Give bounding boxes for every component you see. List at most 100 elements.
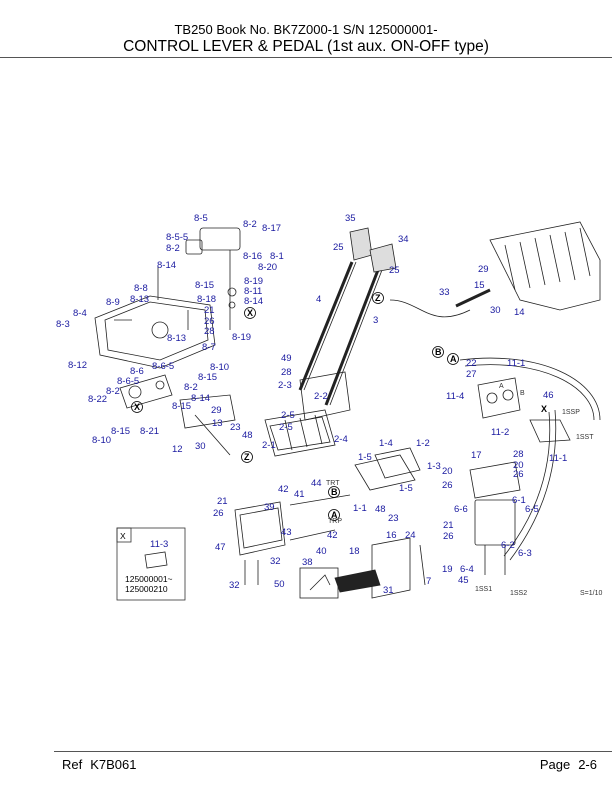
page-title: CONTROL LEVER & PEDAL (1st aux. ON-OFF t…	[123, 38, 489, 55]
callout: 25	[389, 265, 400, 276]
callout: 39	[264, 502, 275, 513]
callout: 17	[471, 450, 482, 461]
callout: 6-1	[512, 495, 526, 506]
callout: 8-10	[210, 362, 229, 373]
callout: 40	[316, 546, 327, 557]
callout: 18	[349, 546, 360, 557]
callout: 8-19	[232, 332, 251, 343]
port-labels: TRT TRP 1SSP 1SST 1SS1 1SS2 A B	[326, 383, 594, 597]
callouts: 8-5 8-2 8-17 8-5-5 8-2 8-16 8-1 8-14 8-2…	[56, 213, 567, 596]
bracket-upper	[199, 227, 241, 251]
callout: 8-17	[262, 223, 281, 234]
callout: 50	[274, 579, 285, 590]
callout: 8-4	[73, 308, 87, 319]
circled-letter: B	[435, 347, 442, 357]
callout: 26	[213, 508, 224, 519]
callout: 20	[442, 466, 453, 477]
callout: 26	[513, 469, 524, 480]
callout: 8-15	[198, 372, 217, 383]
callout: 22	[466, 358, 477, 369]
circled-letter: B	[331, 487, 338, 497]
callout: 8-21	[140, 426, 159, 437]
book-line: TB250 Book No. BK7Z000-1 S/N 125000001-	[174, 22, 438, 37]
callout: 26	[443, 531, 454, 542]
callout: 38	[302, 557, 313, 568]
callout: 8-5	[194, 213, 208, 224]
inset-marker: X	[120, 531, 126, 541]
callout: 8-20	[258, 262, 277, 273]
callout: 7	[426, 576, 431, 587]
callout: 28	[513, 449, 524, 460]
callout: 2-1	[262, 440, 276, 451]
bushing	[185, 239, 203, 255]
callout: 32	[270, 556, 281, 567]
solenoid-valve	[477, 377, 521, 419]
lever-rod-3	[324, 269, 380, 406]
callout: 2-5	[279, 422, 293, 433]
callout: 8-14	[191, 393, 210, 404]
callout: 8-16	[243, 251, 262, 262]
callout: 25	[333, 242, 344, 253]
drawing-code: S=1/10	[580, 590, 602, 597]
callout: 26	[204, 316, 215, 327]
callout: 8-3	[56, 319, 70, 330]
callout: 8-14	[157, 260, 176, 271]
callout: 15	[474, 280, 485, 291]
knob-35	[349, 227, 373, 261]
callout: 23	[388, 513, 399, 524]
hose-right	[509, 409, 557, 561]
callout: 8-15	[195, 280, 214, 291]
callout: 47	[215, 542, 226, 553]
callout: 26	[442, 480, 453, 491]
callout: 31	[383, 585, 394, 596]
inset-part: 11-3	[150, 539, 168, 550]
callout: 2-5	[281, 410, 295, 421]
footer-rule	[54, 751, 612, 752]
callout: 28	[204, 326, 215, 337]
port-label: 1SS2	[510, 590, 527, 597]
inset-box	[116, 527, 186, 601]
callout: 14	[514, 307, 525, 318]
circled-letter: X	[247, 308, 253, 318]
callout: 8-2	[184, 382, 198, 393]
callout: 8-2	[166, 243, 180, 254]
callout: 19	[442, 564, 453, 575]
port-label: TRP	[328, 518, 342, 525]
callout: 8-2	[243, 219, 257, 230]
port-label: 1SS1	[475, 586, 492, 593]
inset-serial-to: 125000210	[125, 584, 168, 594]
callout: 8-10	[92, 435, 111, 446]
ref-code: K7B061	[90, 757, 137, 772]
page-label: Page	[539, 757, 571, 772]
hose-upper	[459, 357, 601, 421]
callout: 35	[345, 213, 356, 224]
callout: 8-12	[68, 360, 87, 371]
callout: 1-1	[353, 503, 367, 514]
callout: 8-14	[244, 296, 263, 307]
circled-letter: A	[331, 510, 338, 520]
port-label: B	[520, 390, 525, 397]
callout: 29	[478, 264, 489, 275]
callout: 1-2	[416, 438, 430, 449]
pedal-6	[469, 461, 521, 499]
callout: 1-5	[399, 483, 413, 494]
callout: 8-22	[88, 394, 107, 405]
callout: 8-6	[130, 366, 144, 377]
callout: 48	[242, 430, 253, 441]
callout: 8-6-5	[117, 376, 139, 387]
part-50-box	[299, 567, 339, 599]
callout: 20	[513, 460, 524, 471]
callout: 46	[543, 390, 554, 401]
link-arm	[179, 394, 236, 429]
callout: 11-1	[549, 453, 567, 464]
header-rule	[0, 57, 612, 58]
pilot-valve	[234, 501, 286, 556]
lever-bracket	[299, 371, 351, 421]
circled-letters: Z X Z X B A B A X	[131, 292, 547, 521]
lever-rod-4	[298, 261, 354, 391]
port-label: A	[499, 383, 504, 390]
pedal-base-plate	[94, 295, 216, 369]
callout: 11-1	[507, 358, 525, 369]
callout: 8-8	[134, 283, 148, 294]
